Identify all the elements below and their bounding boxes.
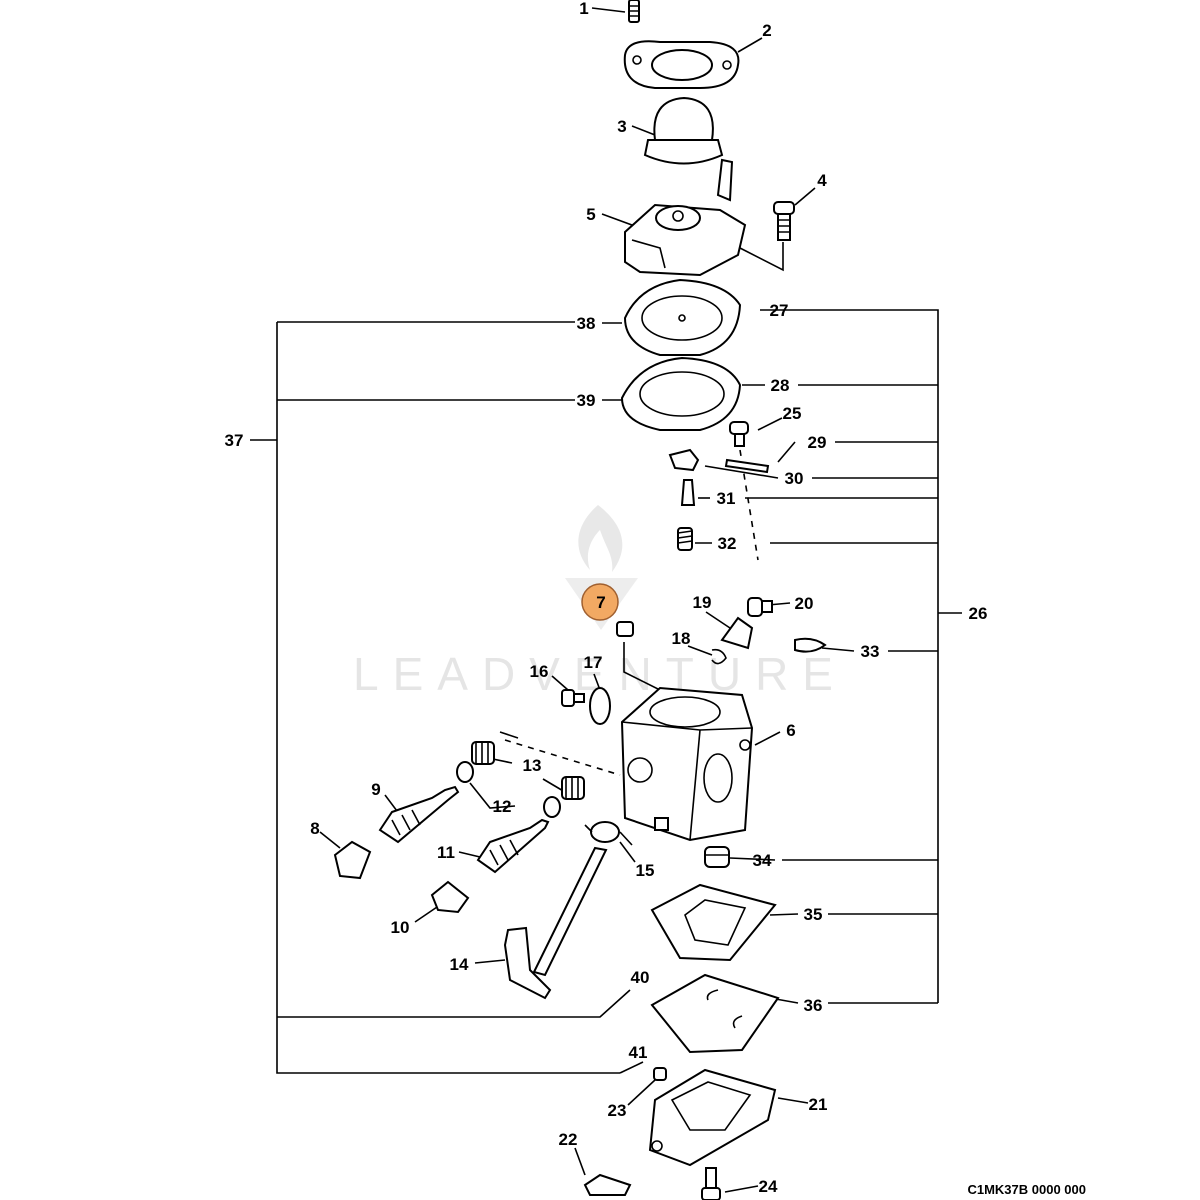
callout-20: 20 [795,594,814,613]
drawing-code: C1MK37B 0000 000 [967,1182,1086,1197]
part-34-plug [704,846,730,868]
callout-31: 31 [717,489,736,508]
callout-27: 27 [770,301,789,320]
part-24-screw [701,1167,721,1200]
callout-5: 5 [586,205,595,224]
part-5-pump-cover [624,158,747,277]
callout-21: 21 [809,1095,828,1114]
callout-12: 12 [493,797,512,816]
part-21-metering-cover [648,1068,777,1167]
callout-39: 39 [577,391,596,410]
part-6-carburetor-body [620,686,754,842]
callout-16: 16 [530,662,549,681]
part-12-washer-a [456,761,474,783]
part-22-screw [583,1173,632,1196]
part-36-diaphragm [650,973,780,1054]
part-11-adjust-screw [476,818,550,874]
callout-2: 2 [762,21,771,40]
callout-40: 40 [631,968,650,987]
callout-34: 34 [753,851,772,870]
part-16-screw [561,689,585,707]
part-8-limiter-cap [333,840,372,880]
callout-10: 10 [391,918,410,937]
part-23-plug [653,1067,667,1081]
callout-26: 26 [969,604,988,623]
callout-36: 36 [804,996,823,1015]
callout-11: 11 [437,843,455,862]
callout-33: 33 [861,642,880,661]
part-12-washer-b [543,796,561,818]
callout-14: 14 [450,955,469,974]
parts [333,0,827,1200]
callout-7: 7 [596,593,605,612]
bracket-lines [250,242,962,1074]
callout-22: 22 [559,1130,578,1149]
part-17-plate [589,687,611,725]
callout-3: 3 [617,117,626,136]
callout-35: 35 [804,905,823,924]
part-29-pin [724,458,770,474]
part-14-throttle-shaft [503,846,608,1000]
part-20-screw [747,597,773,617]
part-7-plug [616,621,634,637]
callout-24: 24 [759,1177,778,1196]
callout-19: 19 [693,593,712,612]
callout-13: 13 [523,756,542,775]
callout-30: 30 [785,469,804,488]
callout-1: 1 [579,0,588,18]
callout-25: 25 [783,404,802,423]
callout-28: 28 [771,376,790,395]
callout-15: 15 [636,861,655,880]
callout-8: 8 [310,819,319,838]
part-10-limiter-cap [430,880,470,914]
part-2-gasket [623,40,740,89]
callout-labels: 1 2 3 4 5 38 27 39 28 25 29 30 31 32 37 … [225,0,988,1196]
callout-4: 4 [817,171,827,190]
part-3-primer-bulb [643,96,724,165]
part-30-lever [668,448,700,472]
callout-18: 18 [672,629,691,648]
callout-41: 41 [629,1043,648,1062]
callout-38: 38 [577,314,596,333]
callout-29: 29 [808,433,827,452]
callout-9: 9 [371,780,380,799]
part-32-spring [677,527,693,551]
part-38-diaphragm [623,278,742,356]
part-33-ring [794,637,827,653]
part-15-torsion-spring [584,821,633,846]
callout-37: 37 [225,431,244,450]
part-4-screw [773,201,795,241]
callout-23: 23 [608,1101,627,1120]
callout-17: 17 [584,653,603,672]
part-31-needle [680,479,696,506]
callout-32: 32 [718,534,737,553]
part-39-gasket [620,356,742,431]
part-1-screw [628,0,640,23]
leader-lines [319,7,855,1193]
part-35-gasket [650,883,777,962]
part-19-cam [720,616,754,650]
callout-6: 6 [786,721,795,740]
part-9-adjust-screw [378,785,460,844]
part-18-clip [711,648,727,665]
part-25-screw [729,421,749,447]
part-13-springs [471,741,585,800]
highlight-marker-7 [581,583,619,621]
